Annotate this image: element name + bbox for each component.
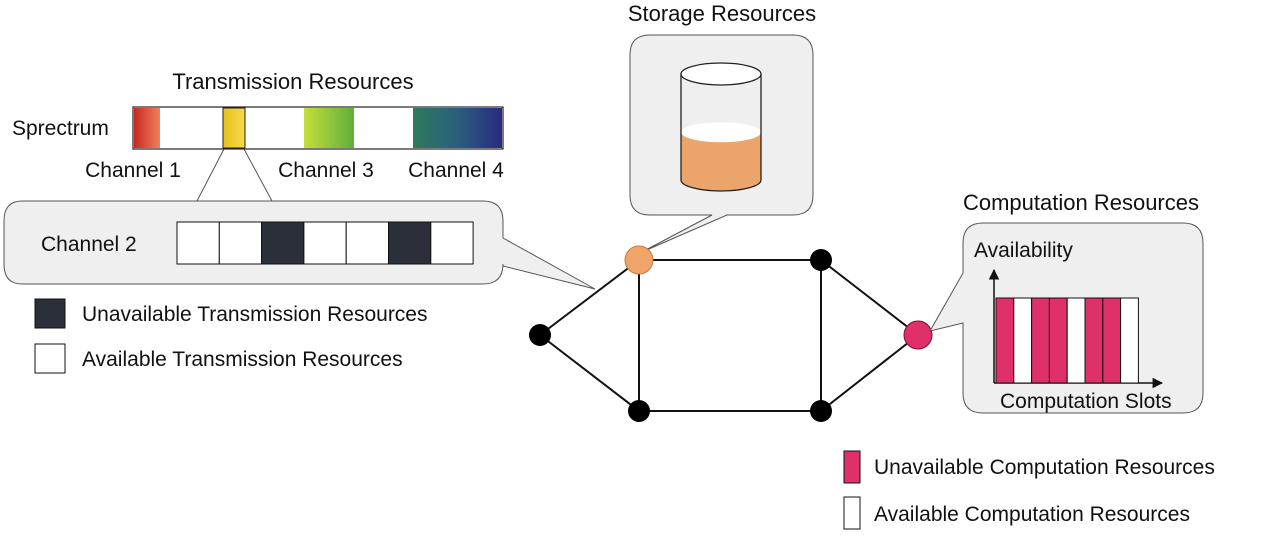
computation-slot-unavailable: [1102, 297, 1122, 384]
channel-2-slot-available: [176, 221, 220, 265]
channel-2-slot-available: [218, 221, 263, 265]
computation-slots-axis-label: Computation Slots: [1000, 390, 1172, 413]
channel-2-slot-available: [303, 221, 347, 265]
storage-node: [624, 245, 654, 275]
spectrum-band-channel-2: [222, 107, 246, 149]
spectrum-band-channel-1: [134, 108, 160, 148]
legend-unavailable-computation-swatch: [843, 450, 861, 484]
channel-2-slot-unavailable: [388, 221, 432, 265]
computation-slot-available: [1013, 297, 1033, 384]
computation-slot-unavailable: [1084, 297, 1104, 384]
computation-title: Computation Resources: [963, 190, 1199, 215]
network-edges: [539, 259, 919, 412]
availability-axis-label: Availability: [974, 239, 1073, 262]
computation-slot-unavailable: [995, 297, 1015, 384]
spectrum-bar: [132, 106, 504, 150]
network-node-bottom-right: [810, 400, 832, 422]
computation-slot-unavailable: [1031, 297, 1050, 384]
channel-2-slots: [176, 221, 474, 265]
computation-slot-unavailable: [1048, 297, 1068, 384]
computation-slots: [995, 297, 1139, 384]
legend-available-computation-label: Available Computation Resources: [874, 503, 1190, 526]
channel-4-label: Channel 4: [408, 159, 504, 182]
channel-2-slot-available: [430, 221, 474, 265]
channel-2-label: Channel 2: [41, 233, 137, 256]
channel-2-slot-available: [345, 221, 390, 265]
spectrum-band-channel-3: [304, 108, 354, 148]
legend-available-computation-swatch: [843, 496, 861, 530]
computation-node: [903, 320, 933, 350]
storage-cylinder-icon: [680, 62, 762, 192]
spectrum-band-channel-4: [413, 108, 502, 148]
network-node-left: [529, 324, 551, 346]
spectrum-label: Sprectrum: [12, 117, 109, 140]
legend-unavailable-computation-label: Unavailable Computation Resources: [874, 456, 1215, 479]
legend-available-transmission-label: Available Transmission Resources: [82, 348, 403, 371]
storage-title: Storage Resources: [628, 1, 816, 26]
network-node-top-right: [810, 249, 832, 271]
channel-2-slot-unavailable: [261, 221, 305, 265]
channel-3-label: Channel 3: [278, 159, 374, 182]
channel-1-label: Channel 1: [85, 159, 181, 182]
computation-slot-available: [1066, 297, 1086, 384]
legend-unavailable-transmission-swatch: [34, 298, 66, 329]
legend-available-transmission-swatch: [34, 343, 66, 374]
transmission-title: Transmission Resources: [172, 69, 413, 94]
computation-slot-available: [1120, 297, 1139, 384]
network-node-bottom-left: [628, 400, 650, 422]
zoom-line-right: [243, 148, 273, 202]
zoom-line-left: [196, 148, 225, 202]
legend-unavailable-transmission-label: Unavailable Transmission Resources: [82, 303, 428, 326]
